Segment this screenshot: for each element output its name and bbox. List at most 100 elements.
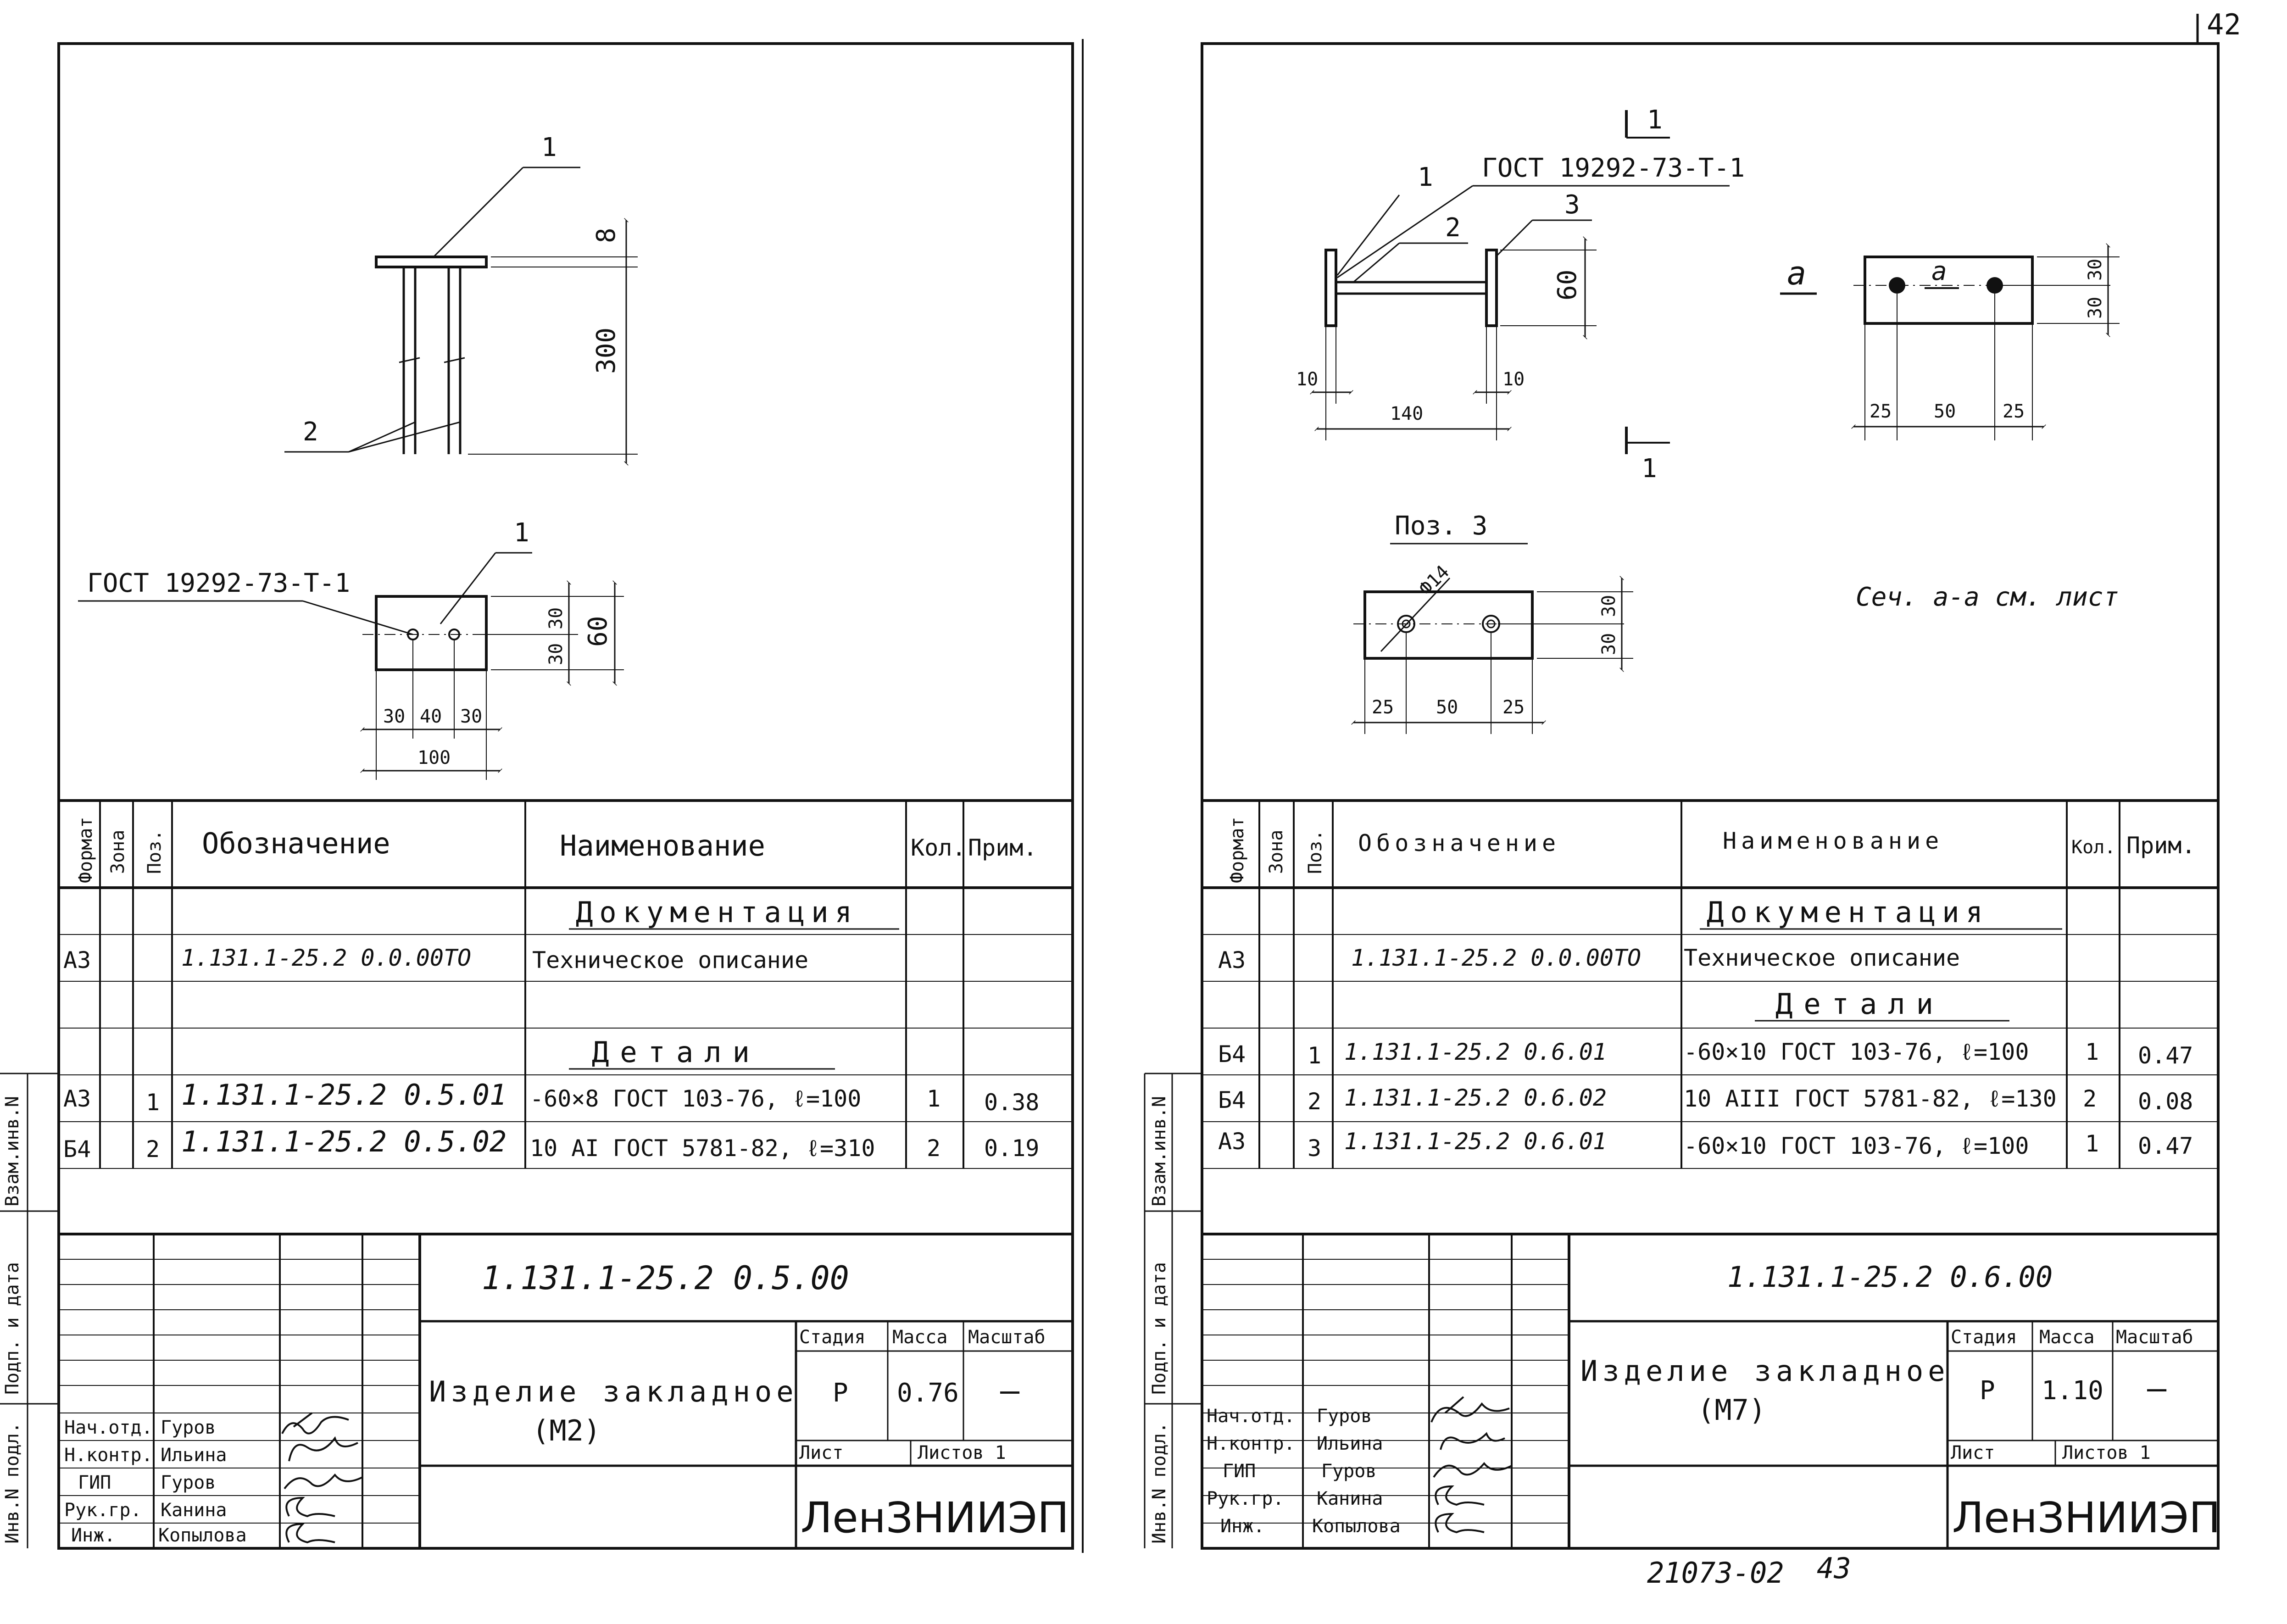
callout-1-plan: 1 bbox=[514, 518, 529, 548]
dim-w30-right: 30 bbox=[460, 706, 482, 727]
r-doc-row-format: А3 bbox=[1218, 947, 1246, 973]
gost-label-left: ГОСТ 19292-73-Т-1 bbox=[87, 568, 350, 598]
scale-value: — bbox=[1000, 1372, 1020, 1409]
r-row3-note: 0.47 bbox=[2138, 1133, 2193, 1159]
left-title-block: 1.131.1-25.2 0.5.00 Изделие закладное (М… bbox=[59, 1234, 1073, 1548]
stage-label: Стадия bbox=[799, 1327, 866, 1348]
r-row2-pos: 2 bbox=[1308, 1088, 1321, 1115]
r-sheets-label: Листов 1 bbox=[2062, 1442, 2151, 1463]
signatures-left bbox=[281, 1412, 363, 1544]
r-person-1: Гуров bbox=[1317, 1406, 1372, 1427]
dim-8: 8 bbox=[591, 228, 621, 243]
right-title-block: 1.131.1-25.2 0.6.00 Изделие закладное (М… bbox=[1202, 1234, 2220, 1548]
r-scale-label: Масштаб bbox=[2116, 1327, 2193, 1348]
r-section-parts: Детали bbox=[1775, 987, 1944, 1021]
dim-p30-top: 30 bbox=[1598, 595, 1619, 617]
role-3: ГИП bbox=[78, 1472, 111, 1493]
left-sheet: 8 300 1 2 ГОСТ 19292-73-Т-1 1 bbox=[0, 39, 1084, 1553]
hole-left-view-a bbox=[1889, 277, 1905, 294]
r-person-5: Копылова bbox=[1312, 1516, 1401, 1537]
r-row2-designation: 1.131.1-25.2 0.6.02 bbox=[1344, 1085, 1607, 1111]
row2-qty: 2 bbox=[927, 1135, 940, 1162]
r-doc-row-name: Техническое описание bbox=[1684, 945, 1960, 971]
r-title-doc-number: 1.131.1-25.2 0.6.00 bbox=[1727, 1260, 2053, 1294]
title-doc-number: 1.131.1-25.2 0.5.00 bbox=[482, 1259, 849, 1297]
r-row1-pos: 1 bbox=[1308, 1042, 1321, 1069]
r-row2-note: 0.08 bbox=[2138, 1088, 2193, 1115]
view-letter-a-inner: а bbox=[1931, 256, 1947, 286]
row1-name: -60×8 ГОСТ 103-76, ℓ=100 bbox=[530, 1085, 861, 1112]
right-spec-table: Формат Зона Поз. Обозначение Наименовани… bbox=[1202, 799, 2218, 1235]
row2-pos: 2 bbox=[146, 1136, 160, 1162]
section-documentation: Документация bbox=[576, 895, 858, 929]
r-role-5: Инж. bbox=[1220, 1516, 1264, 1537]
r-mass-label: Масса bbox=[2039, 1327, 2094, 1348]
doc-row-format: А3 bbox=[63, 947, 91, 973]
dim-p25-right: 25 bbox=[1502, 697, 1525, 718]
right-margin-strip: Инв.N подл. Подп. и дата Взам.инв.N bbox=[1144, 1073, 1202, 1548]
dim-10-right: 10 bbox=[1502, 369, 1525, 390]
r-col-header-pos: Поз. bbox=[1305, 830, 1326, 874]
margin-inv-no: Инв.N подл. bbox=[2, 1422, 23, 1544]
row1-note: 0.38 bbox=[984, 1089, 1039, 1116]
dim-60-right: 60 bbox=[1552, 270, 1582, 300]
sheet-label: Лист bbox=[799, 1442, 843, 1463]
sheet-number: 42 bbox=[2207, 8, 2241, 41]
r-person-3: Гуров bbox=[1321, 1461, 1376, 1482]
sheets-label: Листов 1 bbox=[918, 1442, 1006, 1463]
dim-30-top: 30 bbox=[545, 607, 567, 629]
r-row1-format: Б4 bbox=[1218, 1041, 1246, 1068]
col-header-format: Формат bbox=[75, 817, 96, 884]
dim-w40: 40 bbox=[420, 706, 442, 727]
dim-w100: 100 bbox=[417, 747, 451, 768]
dim-v30-top: 30 bbox=[2085, 259, 2106, 281]
r-row1-note: 0.47 bbox=[2138, 1042, 2193, 1069]
section-mark-bottom: 1 bbox=[1642, 454, 1657, 484]
row2-name: 10 АI ГОСТ 5781-82, ℓ=310 bbox=[530, 1135, 875, 1162]
role-4: Рук.гр. bbox=[64, 1500, 142, 1521]
r-col-header-zone: Зона bbox=[1266, 830, 1287, 874]
r-row1-qty: 1 bbox=[2085, 1039, 2099, 1065]
footer-doc-code: 21073-02 bbox=[1647, 1556, 1784, 1590]
person-5: Копылова bbox=[158, 1525, 247, 1546]
r-row3-name: -60×10 ГОСТ 103-76, ℓ=100 bbox=[1684, 1133, 2029, 1159]
right-pos3-view: Поз. 3 Ф14 30 30 25 50 25 bbox=[1353, 511, 1633, 734]
section-note: Сеч. а-а см. лист bbox=[1856, 582, 2119, 612]
r-mass-value: 1.10 bbox=[2042, 1376, 2103, 1406]
r-col-header-name: Наименование bbox=[1723, 828, 1943, 854]
right-sheet: 1 1 1 ГОСТ 19292-73-Т-1 2 3 60 bbox=[1144, 42, 2220, 1550]
r-role-2: Н.контр. bbox=[1207, 1433, 1295, 1454]
col-header-name: Наименование bbox=[560, 829, 765, 862]
view-letter-a: а bbox=[1787, 255, 1806, 292]
r-margin-sign-date: Подп. и дата bbox=[1149, 1262, 1170, 1395]
r-row1-name: -60×10 ГОСТ 103-76, ℓ=100 bbox=[1684, 1039, 2029, 1065]
r-row3-format: А3 bbox=[1218, 1128, 1246, 1155]
r-stage-value: Р bbox=[1980, 1376, 1995, 1406]
role-2: Н.контр. bbox=[64, 1445, 153, 1466]
r-margin-replace-inv: Взам.инв.N bbox=[1149, 1096, 1170, 1207]
r-margin-inv-no: Инв.N подл. bbox=[1149, 1422, 1170, 1544]
r-row2-qty: 2 bbox=[2083, 1085, 2097, 1112]
r-row2-name: 10 АIII ГОСТ 5781-82, ℓ=130 bbox=[1684, 1085, 2057, 1112]
r-title-line2: (М7) bbox=[1697, 1393, 1766, 1427]
doc-row-designation: 1.131.1-25.2 0.0.00ТО bbox=[181, 945, 471, 971]
person-2: Ильина bbox=[161, 1445, 227, 1466]
dim-140: 140 bbox=[1390, 403, 1423, 424]
person-3: Гуров bbox=[161, 1472, 216, 1493]
gost-label-right: ГОСТ 19292-73-Т-1 bbox=[1482, 153, 1745, 183]
dim-30-bottom: 30 bbox=[545, 643, 567, 665]
right-elevation-view: 1 1 1 ГОСТ 19292-73-Т-1 2 3 60 bbox=[1296, 105, 1745, 484]
r-stage-label: Стадия bbox=[1951, 1327, 2017, 1348]
r-col-header-qty: Кол. bbox=[2071, 837, 2115, 858]
scale-label: Масштаб bbox=[968, 1327, 1046, 1348]
section-parts: Детали bbox=[592, 1035, 761, 1069]
dim-10-left: 10 bbox=[1296, 369, 1318, 390]
row1-qty: 1 bbox=[927, 1085, 940, 1112]
person-1: Гуров bbox=[161, 1417, 216, 1438]
dim-60: 60 bbox=[583, 616, 613, 647]
pos3-label: Поз. 3 bbox=[1395, 511, 1487, 541]
left-plan-view: ГОСТ 19292-73-Т-1 1 30 30 60 30 40 30 10 bbox=[78, 518, 624, 780]
row2-format: Б4 bbox=[63, 1136, 91, 1162]
col-header-designation: Обозначение bbox=[202, 827, 390, 860]
